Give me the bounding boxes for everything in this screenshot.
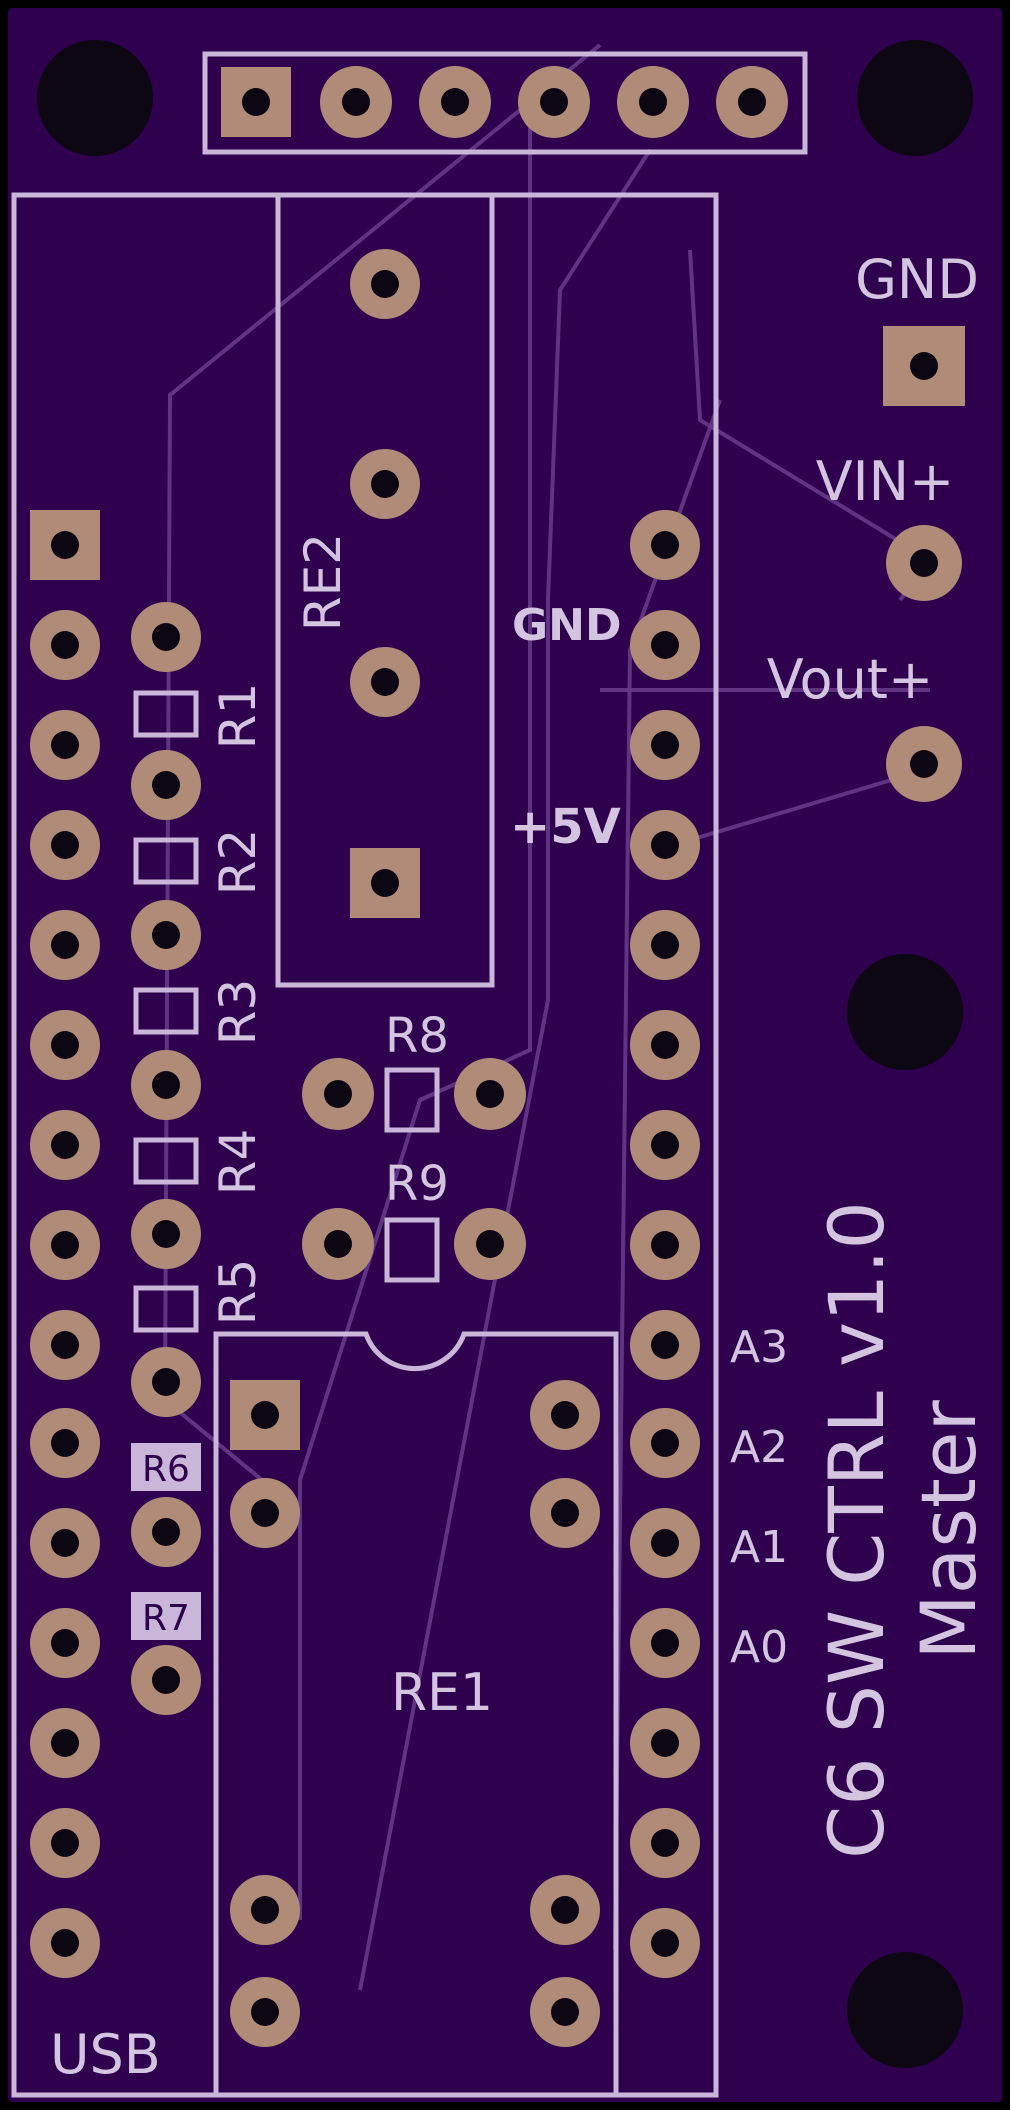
label-title-line2: Master: [904, 1399, 993, 1659]
label-re2: RE2: [294, 533, 352, 631]
left-header-pads: [30, 510, 100, 1978]
mount-hole-top-right: [857, 40, 973, 156]
mounting-holes: [37, 40, 973, 2068]
re1-outline: [213, 1331, 619, 2095]
label-a2: A2: [730, 1422, 788, 1473]
label-gnd-mid: GND: [512, 600, 621, 651]
label-r5: R5: [209, 1259, 267, 1326]
label-vin: VIN+: [816, 450, 955, 513]
label-r7: R7: [142, 1598, 190, 1639]
silkscreen-labels: GND VIN+ Vout+ GND +5V RE2 RE1 R1 R2 R3 …: [50, 248, 993, 2086]
header-outline: [202, 51, 808, 155]
label-r6: R6: [142, 1449, 190, 1490]
label-vout: Vout+: [767, 648, 933, 711]
r6-box: [131, 1443, 201, 1491]
right-header-pads: [630, 510, 700, 1978]
soldermask: [8, 8, 1002, 2102]
resistor-pads: [131, 602, 201, 1715]
label-usb: USB: [50, 2023, 161, 2086]
label-gnd-right: GND: [855, 248, 979, 311]
mount-hole-mid-right: [847, 954, 963, 1070]
mount-hole-top-left: [37, 40, 153, 156]
label-r2: R2: [209, 829, 267, 896]
r7-box: [131, 1592, 201, 1640]
label-a1: A1: [730, 1522, 788, 1573]
re2-outline: [275, 192, 495, 988]
top-header-pads: [221, 66, 788, 138]
label-title-line1: C6 SW CTRL v1.0: [812, 1201, 901, 1859]
label-a0: A0: [730, 1622, 788, 1673]
mount-hole-bottom-right: [847, 1952, 963, 2068]
label-r8: R8: [385, 1008, 449, 1064]
label-re1: RE1: [391, 1663, 493, 1723]
label-r9: R9: [385, 1156, 449, 1212]
r8-r9-pads: [302, 1058, 526, 1280]
re2-pads: [350, 249, 420, 918]
label-r1: R1: [209, 683, 267, 750]
label-r3: R3: [209, 979, 267, 1046]
resistor-outlines: [133, 690, 440, 1333]
re1-pads: [230, 1380, 600, 2047]
label-plus5v: +5V: [510, 799, 621, 855]
power-pads: [883, 326, 965, 802]
label-r4: R4: [209, 1129, 267, 1196]
label-a3: A3: [730, 1322, 788, 1373]
